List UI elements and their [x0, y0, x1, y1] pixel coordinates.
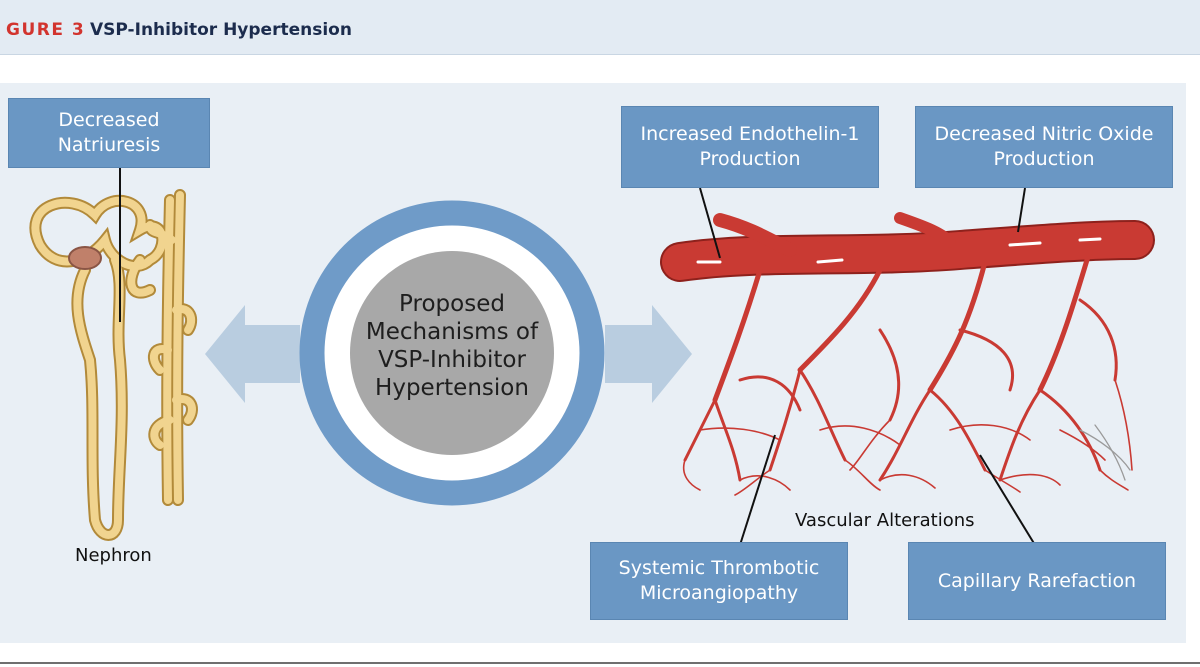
- capillary-line1: Capillary Rarefaction: [937, 569, 1137, 592]
- figure-title: VSP-Inhibitor Hypertension: [90, 20, 352, 40]
- left-arrow: [205, 305, 300, 403]
- natriuresis-line1: Decreased: [58, 109, 160, 131]
- center-label: Proposed Mechanisms of VSP-Inhibitor Hyp…: [337, 290, 567, 402]
- center-line2: Mechanisms of: [365, 319, 539, 345]
- nitric-oxide-line2: Production: [993, 148, 1095, 170]
- figure-header: GURE 3 VSP-Inhibitor Hypertension: [0, 0, 1200, 55]
- nitric-oxide-line1: Decreased Nitric Oxide: [934, 123, 1154, 145]
- right-arrow: [605, 305, 692, 403]
- center-circle-graphic: [299, 200, 605, 506]
- endothelin-line2: Production: [699, 148, 801, 170]
- endothelin-line1: Increased Endothelin-1: [640, 123, 860, 145]
- figure-label: GURE 3: [6, 20, 86, 40]
- capillary-rarefaction-box: Capillary Rarefaction: [908, 542, 1166, 620]
- endothelin-leader-line: [699, 187, 721, 259]
- vascular-alterations-caption: Vascular Alterations: [795, 510, 975, 531]
- decreased-natriuresis-box: Decreased Natriuresis: [8, 98, 210, 168]
- nitric-oxide-leader-line: [1017, 187, 1026, 233]
- thrombotic-leader-line: [739, 434, 776, 546]
- center-line4: Hypertension: [375, 375, 529, 401]
- capillary-leader-line: [979, 454, 1036, 546]
- glomerulus: [68, 246, 102, 270]
- center-line1: Proposed: [399, 291, 505, 317]
- center-line3: VSP-Inhibitor: [378, 347, 526, 373]
- bottom-rule: [0, 662, 1200, 664]
- nephron-caption: Nephron: [75, 545, 152, 566]
- nephron-illustration: [29, 189, 198, 541]
- natriuresis-line2: Natriuresis: [57, 134, 161, 156]
- endothelin-box: Increased Endothelin-1 Production: [621, 106, 879, 188]
- thrombotic-line2: Microangiopathy: [639, 582, 799, 604]
- thrombotic-microangiopathy-box: Systemic Thrombotic Microangiopathy: [590, 542, 848, 620]
- vessel-illustration: [660, 212, 1155, 496]
- thrombotic-line1: Systemic Thrombotic: [618, 557, 820, 579]
- nitric-oxide-box: Decreased Nitric Oxide Production: [915, 106, 1173, 188]
